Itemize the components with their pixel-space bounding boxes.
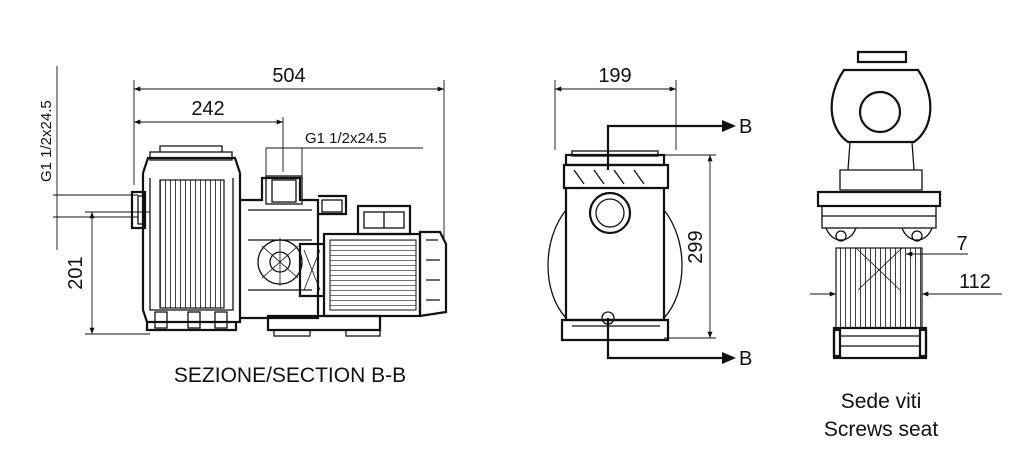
dimension-front-width: 199	[554, 65, 677, 150]
dim-199-label: 199	[598, 65, 631, 87]
dimension-inlet-offset: 242	[134, 98, 284, 172]
dim-7-label: 7	[956, 233, 967, 255]
section-caption: SEZIONE/SECTION B-B	[174, 364, 406, 387]
section-marker-bottom: B	[606, 318, 752, 370]
dim-242-label: 242	[191, 98, 224, 120]
dim-201-label: 201	[65, 256, 87, 289]
section-view: 504 242 G1 1/2x24.5 G1 1/2x24.5 201	[38, 65, 448, 387]
dimension-screw-width: 112	[810, 271, 1002, 297]
dimension-inlet-thread: G1 1/2x24.5	[38, 66, 138, 250]
screw-seat-caption-line1: Sede viti	[841, 390, 922, 413]
inlet-thread-label: G1 1/2x24.5	[38, 100, 55, 182]
dimension-screw-small: 7	[906, 233, 968, 257]
pump-top-drawing	[816, 50, 942, 360]
dimension-front-height: 299	[660, 154, 716, 339]
section-marker-top-label: B	[739, 116, 752, 138]
dimension-height: 201	[65, 211, 150, 335]
dim-112-label: 112	[959, 271, 991, 293]
dim-299-label: 299	[685, 230, 707, 263]
section-marker-top: B	[606, 116, 752, 170]
pump-front-drawing	[547, 150, 683, 342]
section-marker-bottom-label: B	[739, 348, 752, 370]
pump-section-drawing	[130, 145, 448, 337]
dimension-total-length: 504	[133, 65, 445, 240]
dimension-outlet-thread: G1 1/2x24.5	[265, 130, 423, 178]
screw-seat-caption-line2: Screws seat	[824, 418, 939, 441]
front-view: 199 299 B B	[547, 65, 752, 370]
outlet-thread-label: G1 1/2x24.5	[305, 130, 387, 147]
dim-504-label: 504	[272, 65, 305, 87]
screw-seat-view: 7 112 Sede viti Screws seat	[810, 50, 1002, 441]
